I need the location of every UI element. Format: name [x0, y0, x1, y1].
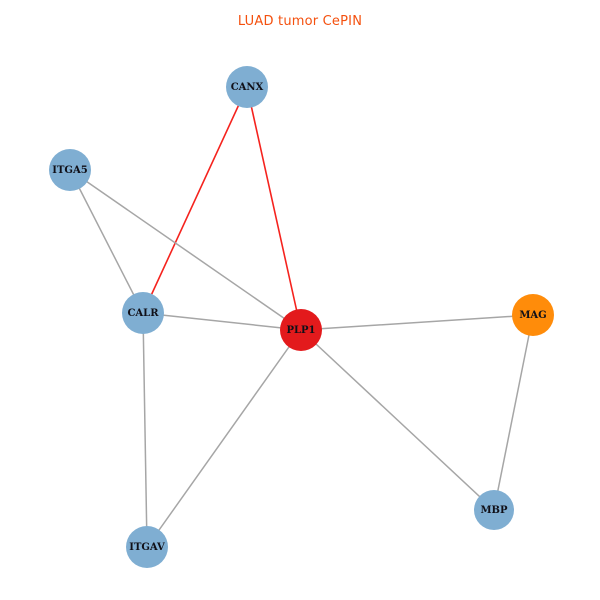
edge-itga5-plp1	[69, 169, 302, 331]
node-circle-calr[interactable]	[122, 292, 164, 334]
node-itgav[interactable]: ITGAV	[126, 526, 168, 568]
page-title: LUAD tumor CePIN	[237, 14, 363, 29]
node-circle-mbp[interactable]	[474, 490, 514, 530]
edge-canx-calr	[142, 86, 248, 314]
node-plp1[interactable]: PLP1	[280, 309, 322, 351]
node-mag[interactable]: MAG	[512, 294, 554, 336]
node-circle-itga5[interactable]	[49, 149, 91, 191]
edge-layer	[69, 86, 534, 548]
edge-canx-plp1	[246, 86, 302, 331]
edge-mag-mbp	[493, 314, 534, 511]
node-circle-canx[interactable]	[226, 66, 268, 108]
node-mbp[interactable]: MBP	[474, 490, 514, 530]
edge-plp1-mag	[300, 314, 534, 331]
edge-plp1-itgav	[146, 329, 302, 548]
edge-calr-itgav	[142, 312, 148, 548]
edge-itga5-calr	[69, 169, 144, 314]
node-itga5[interactable]: ITGA5	[49, 149, 91, 191]
node-canx[interactable]: CANX	[226, 66, 268, 108]
edge-calr-plp1	[142, 312, 302, 331]
node-calr[interactable]: CALR	[122, 292, 164, 334]
node-circle-plp1[interactable]	[280, 309, 322, 351]
edge-plp1-mbp	[300, 329, 495, 511]
node-circle-itgav[interactable]	[126, 526, 168, 568]
node-circle-mag[interactable]	[512, 294, 554, 336]
